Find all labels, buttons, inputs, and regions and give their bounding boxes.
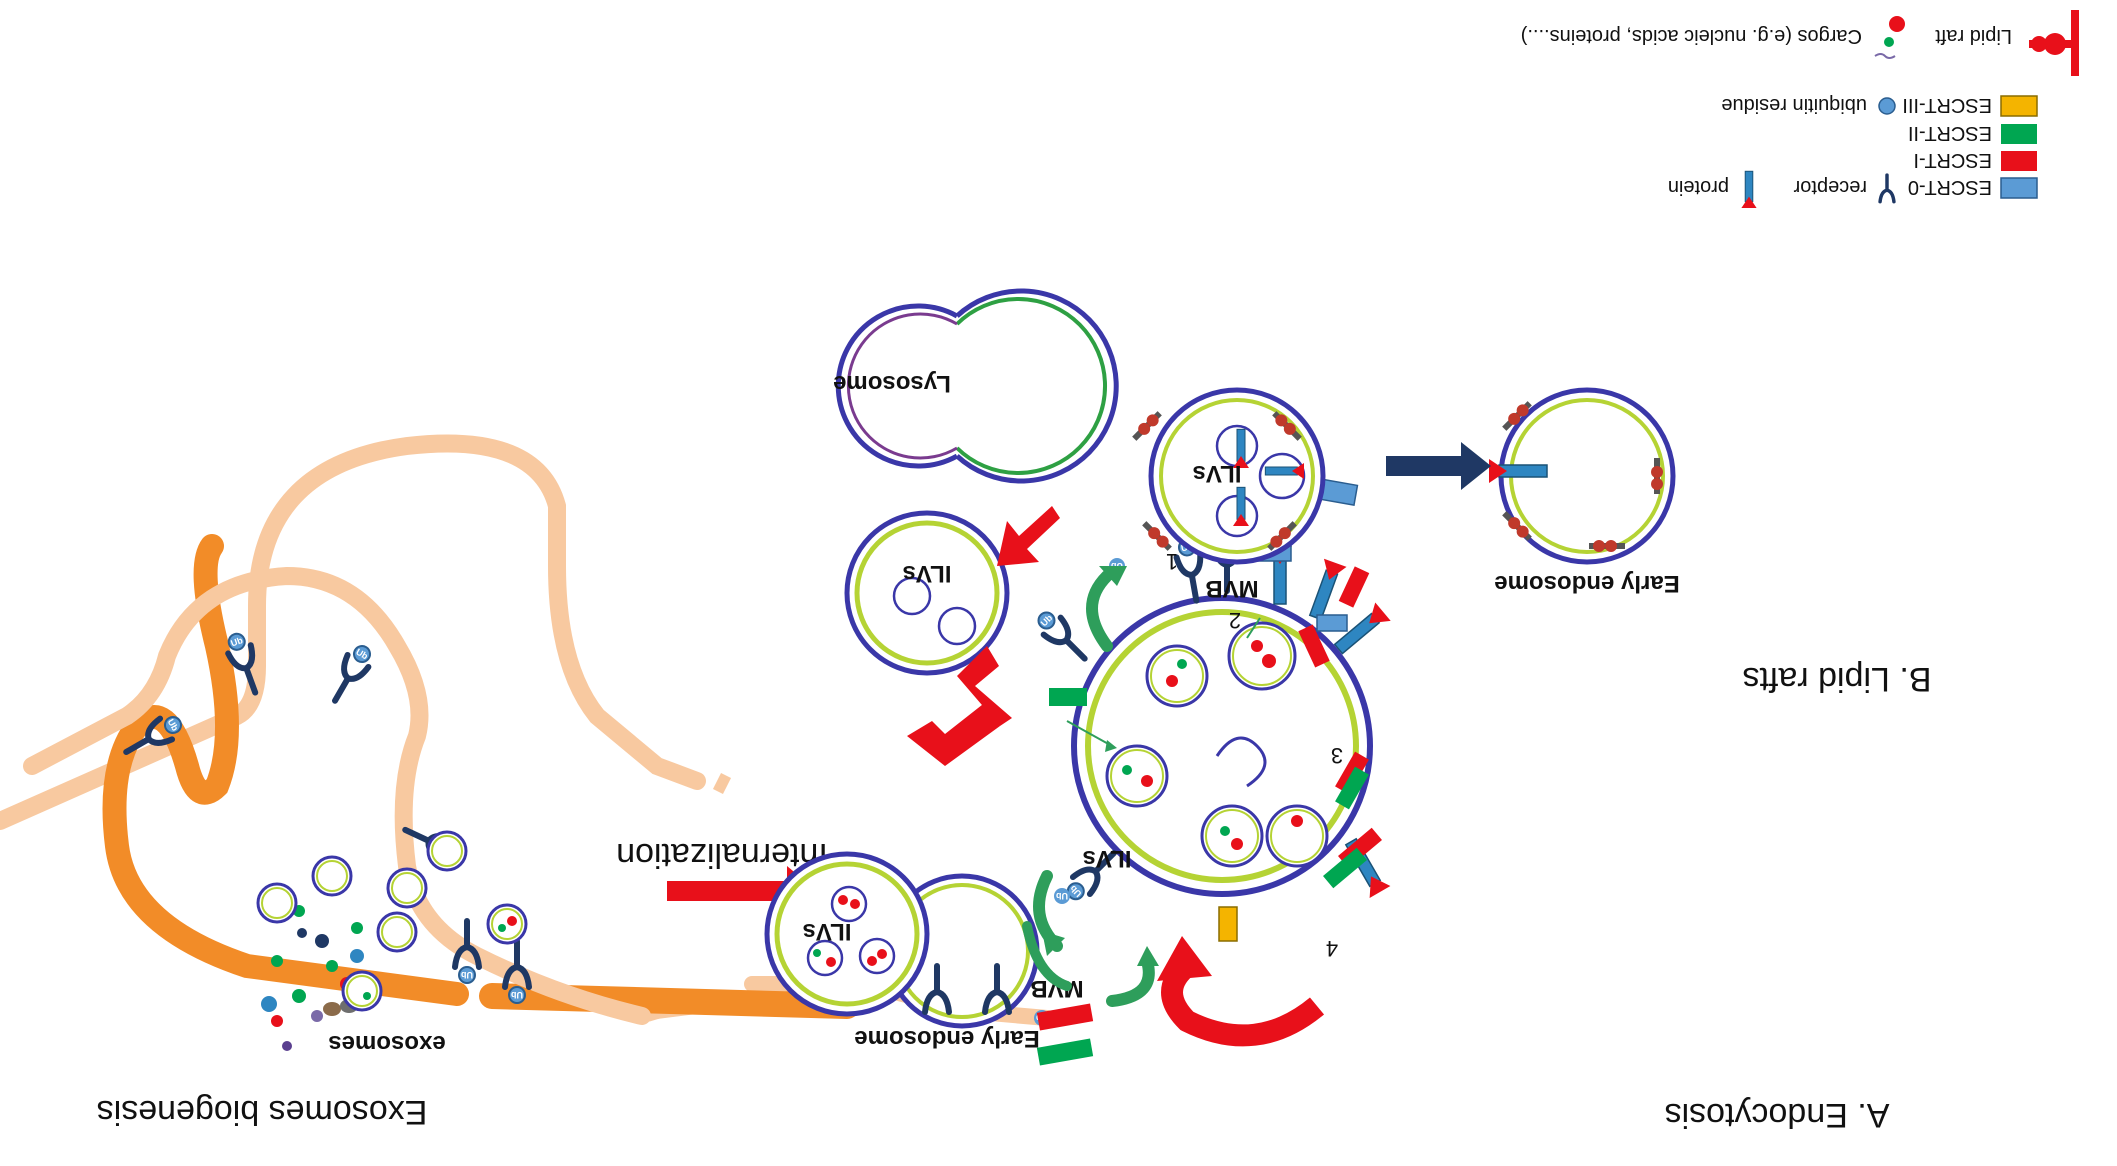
escrt1-icon bbox=[1036, 1003, 1094, 1031]
escrt0-icon bbox=[1316, 614, 1348, 632]
to-lysosome-arrow bbox=[997, 506, 1060, 566]
legend-escrt3-swatch bbox=[2000, 95, 2038, 117]
legend-escrt0-swatch bbox=[2000, 177, 2038, 199]
mvb-ilvs-left bbox=[764, 851, 930, 1017]
step-3-label: 3 bbox=[1331, 743, 1343, 768]
step-4-label: 4 bbox=[1326, 936, 1338, 961]
endocytosis-membrane-fold bbox=[0, 434, 706, 830]
escrt1-icon bbox=[1338, 566, 1370, 608]
legend-escrt2-label: ESCRT-II bbox=[1908, 122, 1992, 144]
legend-escrt0-label: ESCRT-0 bbox=[1908, 176, 1992, 198]
ubiquitin-icon: Ub bbox=[1056, 891, 1068, 901]
title-lipid-rafts: B. Lipid rafts bbox=[1743, 660, 1932, 698]
legend-protein-icon bbox=[1740, 170, 1758, 209]
legend: ESCRT-0 ESCRT-I ESCRT-II ESCRT-III recep… bbox=[1521, 10, 2079, 209]
membrane-segment-fold bbox=[102, 534, 469, 1006]
lipid-raft-maturation-arrow bbox=[1386, 442, 1491, 490]
mvb-ilvs-top bbox=[844, 510, 1010, 676]
mvb-ilvs-label: ILVs bbox=[1083, 845, 1132, 872]
legend-receptor-icon bbox=[1878, 173, 1896, 204]
escrt1-icon bbox=[1298, 624, 1330, 668]
receptor-icon bbox=[1032, 606, 1093, 667]
ilvs-b-label: ILVs bbox=[1193, 460, 1242, 487]
legend-cargos-label: Cargos (e.g. nucleic acids, proteins....… bbox=[1521, 25, 1862, 47]
legend-protein-label: protein bbox=[1668, 176, 1729, 198]
lysosome-label: Lysosome bbox=[833, 370, 951, 397]
step-2-label: 2 bbox=[1229, 608, 1241, 633]
legend-lipid-raft-label: Lipid raft bbox=[1935, 25, 2012, 47]
escrt2-icon bbox=[1049, 688, 1087, 706]
legend-ubiquitin-label: ubiquitin residue bbox=[1721, 94, 1867, 116]
exosome-vesicles bbox=[256, 830, 528, 1012]
membrane-segment-center bbox=[479, 983, 860, 1019]
step-1-label: 1 bbox=[1166, 549, 1178, 574]
escrt2-icon bbox=[1323, 847, 1367, 889]
legend-escrt1-swatch bbox=[2001, 151, 2037, 171]
legend-receptor-label: receptor bbox=[1793, 176, 1867, 198]
mvb-main: Ub Ub Ub bbox=[1032, 537, 1392, 1026]
ilvs-left-label: ILVs bbox=[803, 918, 852, 945]
legend-cargos-icon bbox=[1874, 16, 1905, 59]
lipid-raft-mvb bbox=[1130, 387, 1326, 565]
legend-ubiquitin-icon bbox=[1878, 97, 1896, 115]
mvb-b-label: MVB bbox=[1205, 575, 1258, 602]
internalization-arrow bbox=[667, 866, 817, 916]
legend-escrt1-label: ESCRT-I bbox=[1913, 149, 1992, 171]
early-endosome-b-label: Early endosome bbox=[1494, 570, 1679, 597]
protein-icon bbox=[1303, 557, 1348, 623]
internalization-label: Internalization bbox=[616, 836, 828, 874]
endocytosis-pit bbox=[7, 606, 157, 626]
lysosome bbox=[835, 288, 1119, 484]
escrt2-icon bbox=[1036, 1038, 1094, 1066]
receptor-icon bbox=[325, 641, 377, 707]
exosomes-label: exosomes bbox=[328, 1030, 445, 1057]
early-endosome-a-label: Early endosome bbox=[854, 1025, 1039, 1052]
title-endocytosis: A. Endocytosis bbox=[1665, 1096, 1890, 1134]
legend-lipid-raft-icon bbox=[2029, 10, 2079, 76]
lipid-raft-early-endosome bbox=[1488, 387, 1676, 565]
title-exosomes-biogenesis: Exosomes biogenesis bbox=[97, 1093, 428, 1131]
escrt3-icon bbox=[1218, 906, 1238, 942]
ilvs-top-label: ILVs bbox=[903, 560, 952, 587]
release-fork-arrow bbox=[907, 701, 1000, 766]
legend-escrt3-label: ESCRT-III bbox=[1902, 94, 1992, 116]
escrt2-icon bbox=[1335, 766, 1369, 810]
maturation-arrow bbox=[1157, 936, 1325, 1047]
legend-escrt2-swatch bbox=[2001, 124, 2037, 144]
